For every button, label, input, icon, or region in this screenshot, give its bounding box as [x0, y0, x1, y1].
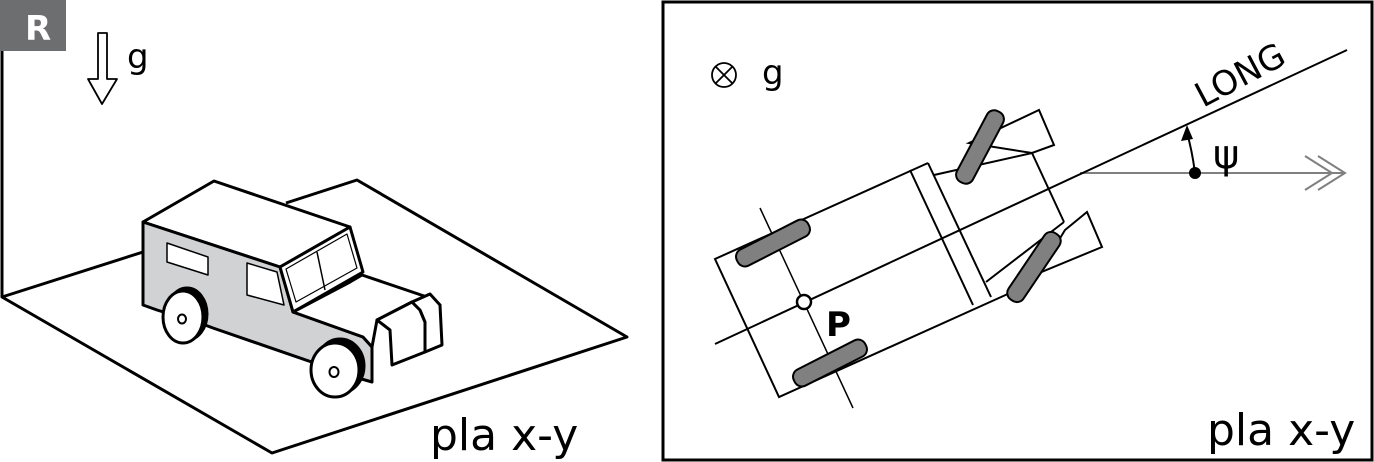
longitudinal-axis: [714, 49, 1348, 345]
gravity-label: g: [127, 37, 149, 77]
car-side-window: [246, 262, 285, 306]
svg-text:R: R: [25, 9, 51, 49]
badge-r: R: [0, 0, 66, 51]
rear-wheel: [161, 286, 209, 345]
point-p-label: P: [826, 305, 851, 345]
reference-axis-arrow: [1080, 155, 1347, 191]
wheels: [735, 109, 1062, 388]
front-left-wheel: [955, 109, 1005, 185]
long-axis-label: LONG: [1188, 35, 1292, 116]
left-panel-3d-view: R g: [0, 0, 629, 461]
right-panel-top-view: g LONG ψ P: [661, 0, 1374, 462]
plane-label-left: pla x-y: [430, 410, 578, 461]
front-wheel: [309, 337, 366, 399]
gravity-label-top: g: [762, 53, 784, 93]
gravity-into-page-icon: [711, 62, 737, 88]
car-windshield: [285, 233, 358, 303]
yaw-angle-label: ψ: [1213, 132, 1239, 178]
car-bumper: [410, 292, 444, 354]
right-panel-border: [661, 0, 1374, 462]
front-right-wheel: [1006, 230, 1062, 304]
rear-right-wheel: [792, 338, 868, 388]
front-left-fender: [965, 108, 1056, 155]
car-3d: [141, 179, 444, 399]
yaw-arrowhead-icon: [1181, 125, 1193, 141]
gravity-down-arrow-icon: [87, 32, 118, 105]
ground-plane: [0, 178, 629, 455]
car-rear-window: [166, 242, 209, 276]
point-p-marker: [795, 293, 813, 311]
rear-left-wheel: [735, 218, 811, 268]
plane-label-right: pla x-y: [1207, 405, 1355, 456]
